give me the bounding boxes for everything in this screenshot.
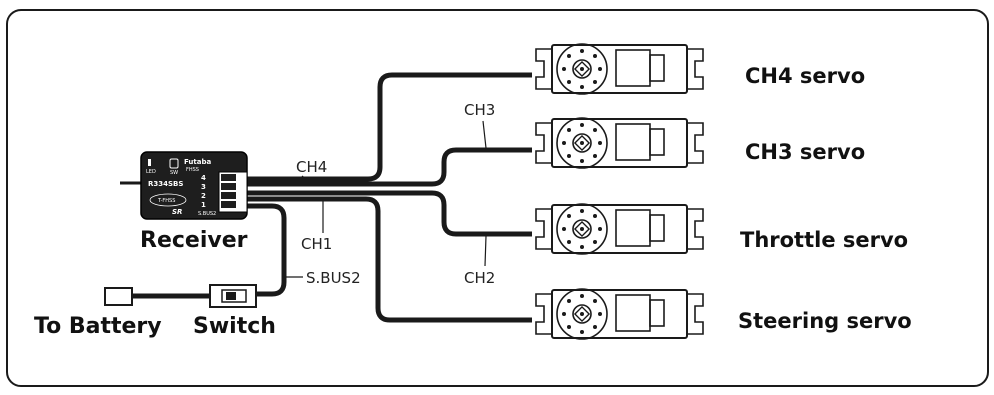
ch3-label: CH3 (464, 101, 495, 119)
switch-toggle-icon (226, 292, 236, 300)
ch3-leader (482, 120, 487, 149)
ch1-label: CH1 (301, 235, 332, 253)
ch2-leader (484, 235, 487, 267)
sw-button-icon (169, 158, 179, 169)
receiver-protocol: T-FHSS (157, 198, 175, 204)
receiver: LED SW Futaba FHSS R334SBS T-FHSS SR 4 3… (140, 151, 248, 220)
receiver-led-label: LED (146, 169, 156, 175)
throttle-servo-icon (535, 203, 704, 255)
ch2-wire (247, 190, 532, 237)
ch4-leader (301, 175, 308, 181)
port-label: 4 (201, 174, 206, 182)
steering-servo-icon (535, 288, 704, 340)
ch3-servo-icon (535, 117, 704, 169)
diagram-frame (6, 9, 989, 387)
receiver-sw-label: SW (170, 170, 178, 176)
switch (209, 284, 257, 308)
led-icon (148, 159, 151, 166)
receiver-label: Receiver (140, 228, 248, 253)
receiver-mode: SR (172, 208, 182, 216)
battery-connector-icon (104, 287, 133, 306)
receiver-brand: Futaba (184, 158, 211, 166)
servo-label: Throttle servo (740, 228, 908, 252)
switch-label: Switch (193, 314, 276, 339)
ch4-label: CH4 (296, 158, 327, 176)
port-label: 1 (201, 201, 206, 209)
battery-label: To Battery (34, 314, 162, 339)
receiver-sbus-port: S.BUS2 (198, 211, 216, 217)
ch2-label: CH2 (464, 269, 495, 287)
servo-label: CH3 servo (745, 140, 865, 164)
port-label: 2 (201, 192, 206, 200)
ch3-wire (247, 147, 532, 187)
servo-label: CH4 servo (745, 64, 865, 88)
receiver-sub-brand: FHSS (186, 167, 199, 173)
servo-label: Steering servo (738, 309, 912, 333)
port-label: 3 (201, 183, 206, 191)
ch4-wire (247, 72, 532, 182)
receiver-model: R334SBS (148, 180, 183, 188)
sbus2-wire (247, 203, 287, 297)
ch4-servo-icon (535, 43, 704, 95)
ch1-wire (247, 196, 532, 323)
sbus2-label: S.BUS2 (306, 269, 361, 287)
